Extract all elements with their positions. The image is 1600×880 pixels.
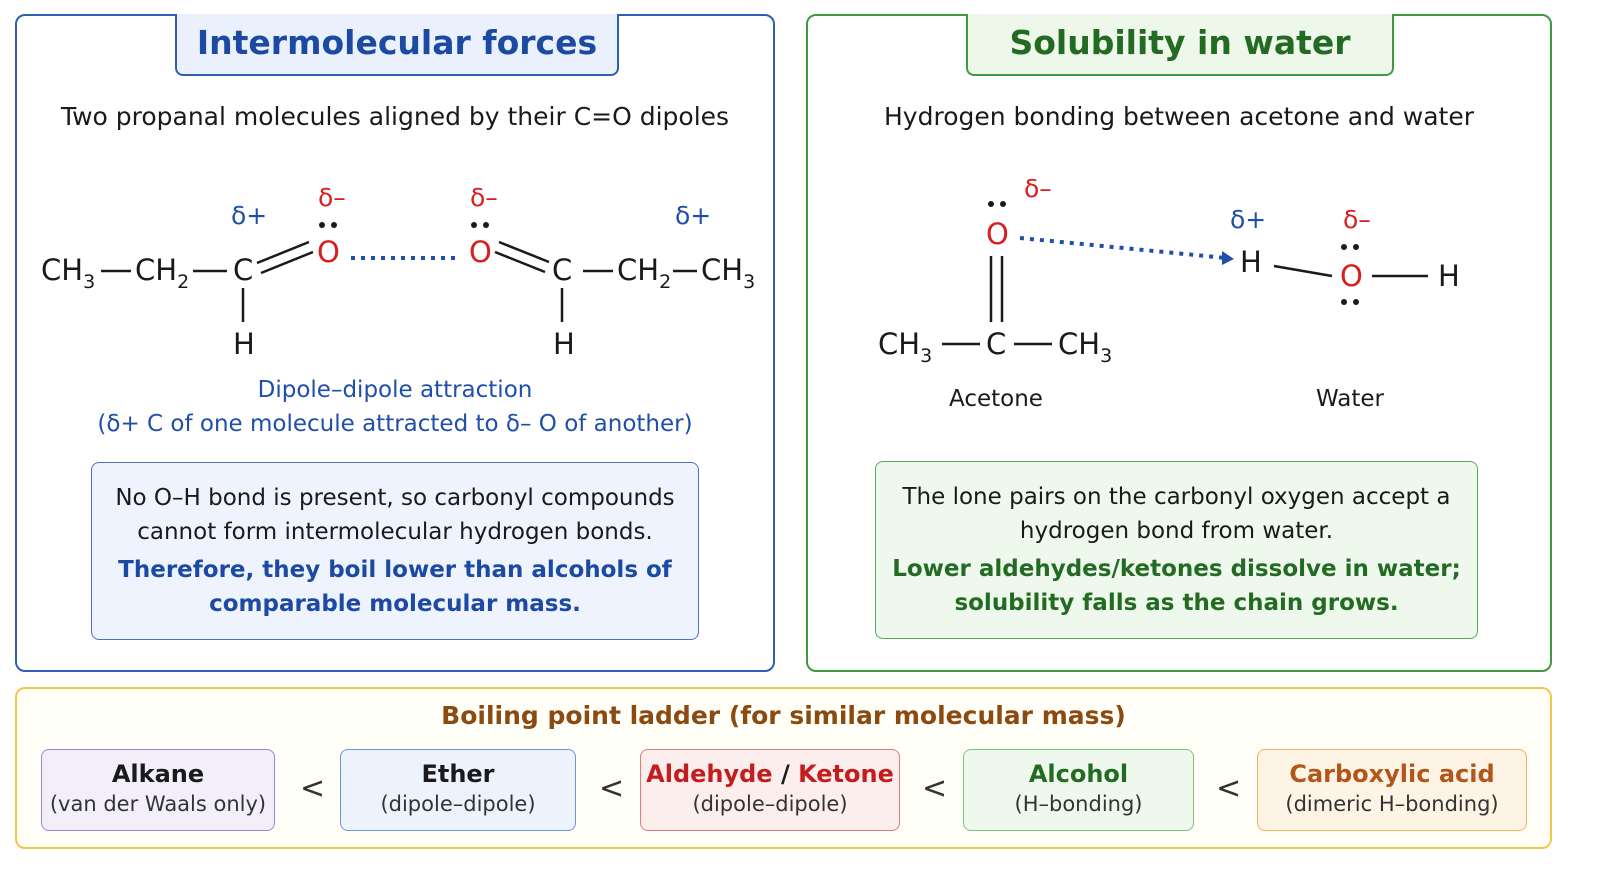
less-than-sign: < [599, 771, 625, 806]
delta-plus-label: δ+ [675, 201, 711, 230]
boiling-point-ladder: Boiling point ladder (for similar molecu… [15, 687, 1552, 849]
panel-title: Solubility in water [966, 14, 1394, 76]
rung-name: Aldehyde / Ketone [646, 760, 894, 788]
rung-alcohol: Alcohol (H–bonding) [963, 749, 1194, 831]
panel-subtitle: Hydrogen bonding between acetone and wat… [884, 102, 1474, 131]
hydrogen-label: H [1438, 259, 1460, 293]
boiling-note-box: No O–H bond is present, so carbonyl comp… [91, 462, 699, 640]
panel-title: Intermolecular forces [175, 14, 619, 76]
ch3-label: CH3 [878, 327, 932, 367]
double-bond [260, 250, 314, 275]
double-bond [256, 240, 310, 265]
intermolecular-forces-panel: Intermolecular forces Two propanal molec… [15, 14, 775, 672]
oxygen-label: O [1340, 259, 1363, 293]
less-than-sign: < [1216, 771, 1242, 806]
double-bond [498, 240, 550, 264]
solubility-panel: Solubility in water Hydrogen bonding bet… [806, 14, 1552, 672]
ch3-label: CH3 [1058, 327, 1112, 367]
delta-minus-label: δ– [1024, 174, 1052, 203]
hydrogen-label: H [1240, 245, 1262, 279]
note-conclusion: solubility falls as the chain grows. [954, 590, 1399, 616]
propanal-dimer-structure: CH3 CH2 C H C CH2 CH3 H O O δ– δ– δ+ δ+ [41, 183, 755, 361]
less-than-sign: < [300, 771, 326, 806]
note-conclusion: comparable molecular mass. [209, 591, 581, 617]
note-text: The lone pairs on the carbonyl oxygen ac… [902, 484, 1451, 510]
less-than-sign: < [922, 771, 948, 806]
oxygen-label: O [986, 217, 1009, 251]
oxygen-label: O [317, 235, 340, 269]
carbon-label: C [233, 253, 253, 287]
delta-minus-label: δ– [318, 183, 346, 212]
note-text: cannot form intermolecular hydrogen bond… [137, 519, 653, 545]
ch3-label: CH3 [41, 253, 95, 293]
rung-ether: Ether (dipole–dipole) [340, 749, 576, 831]
delta-plus-label: δ+ [1230, 205, 1266, 234]
delta-plus-label: δ+ [231, 201, 267, 230]
rung-name: Carboxylic acid [1289, 760, 1495, 788]
solubility-note-box: The lone pairs on the carbonyl oxygen ac… [875, 461, 1478, 639]
oxygen-label: O [469, 235, 492, 269]
rung-alkane: Alkane (van der Waals only) [41, 749, 275, 831]
delta-minus-label: δ– [470, 183, 498, 212]
rung-aldehyde-ketone: Aldehyde / Ketone (dipole–dipole) [640, 749, 900, 831]
hydrogen-bond-dots [1019, 236, 1227, 260]
panel-subtitle: Two propanal molecules aligned by their … [60, 102, 730, 131]
note-text: No O–H bond is present, so carbonyl comp… [115, 485, 675, 511]
note-conclusion: Therefore, they boil lower than alcohols… [118, 557, 672, 583]
dipole-caption-line2: (δ+ C of one molecule attracted to δ– O … [97, 411, 693, 437]
note-text: hydrogen bond from water. [1019, 518, 1334, 544]
rung-desc: (dipole–dipole) [380, 792, 536, 816]
arrow-head-icon [1222, 251, 1234, 265]
rung-name: Ether [421, 760, 495, 788]
note-conclusion: Lower aldehydes/ketones dissolve in wate… [892, 556, 1461, 582]
dipole-caption-line1: Dipole–dipole attraction [257, 377, 533, 403]
rung-desc: (dipole–dipole) [692, 792, 848, 816]
ladder-title: Boiling point ladder (for similar molecu… [441, 701, 1126, 730]
delta-minus-label: δ– [1343, 205, 1371, 234]
double-bond [494, 250, 546, 274]
carbon-label: C [986, 327, 1006, 361]
hydrogen-label: H [233, 327, 255, 361]
ch3-label: CH3 [701, 253, 755, 293]
carbon-label: C [552, 253, 572, 287]
rung-carboxylic-acid: Carboxylic acid (dimeric H–bonding) [1257, 749, 1527, 831]
rung-name: Alcohol [1028, 760, 1129, 788]
water-label: Water [1316, 386, 1385, 412]
rung-name: Alkane [111, 760, 205, 788]
acetone-label: Acetone [949, 386, 1043, 412]
rung-desc: (van der Waals only) [49, 792, 267, 816]
acetone-water-hbond-structure: O O δ– δ– δ+ CH3 C CH3 H H Acetone Water [878, 174, 1460, 412]
rung-desc: (dimeric H–bonding) [1285, 792, 1499, 816]
rung-desc: (H–bonding) [1014, 792, 1143, 816]
hydrogen-label: H [553, 327, 575, 361]
single-bond [1273, 264, 1333, 278]
ch2-label: CH2 [617, 253, 671, 293]
ch2-label: CH2 [135, 253, 189, 293]
